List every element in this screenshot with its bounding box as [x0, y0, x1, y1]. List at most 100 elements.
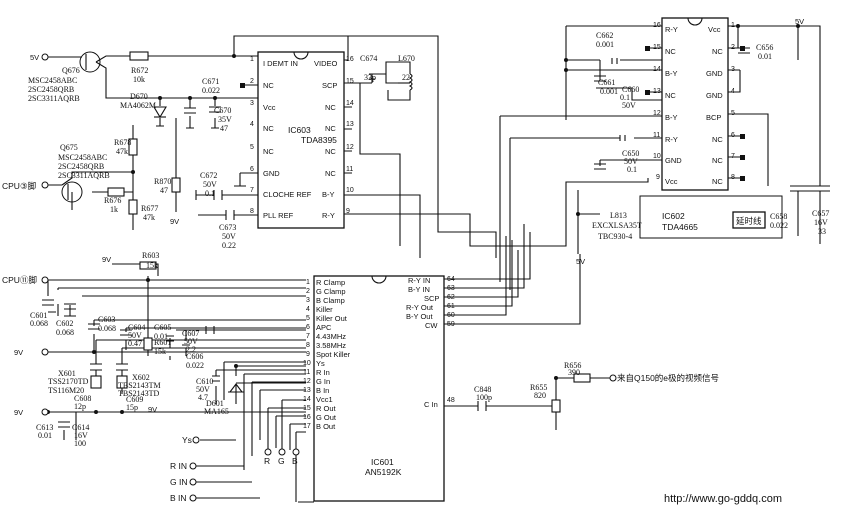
- ic601-pin6-num: 6: [306, 324, 310, 331]
- b-out-label: B: [292, 456, 298, 466]
- c601-ref: C601: [30, 311, 47, 320]
- g-out-label: G: [278, 456, 285, 466]
- c662-value: 0.001: [596, 40, 614, 49]
- ic602-part: TDA4665: [662, 222, 698, 232]
- r678-ref: R678: [114, 138, 131, 147]
- r656-ref: R656: [564, 361, 581, 370]
- ic601-pin63-label: B-Y IN: [408, 285, 430, 294]
- ic603-pin3-label: Vcc: [263, 103, 276, 112]
- ic603-part: TDA8395: [301, 135, 337, 145]
- ic603-pin6-label: GND: [263, 169, 280, 178]
- c672-ref: C672: [200, 171, 217, 180]
- ic602-pin10-num: 10: [653, 153, 661, 160]
- c671-value: 0.022: [202, 86, 220, 95]
- supply-5v-mid: 5V: [576, 257, 585, 266]
- c605-ref: C605: [154, 323, 171, 332]
- c661-ref: C661: [598, 78, 615, 87]
- r655-value: 820: [534, 391, 546, 400]
- c658-value: 0.022: [770, 221, 788, 230]
- b-in-label: B IN: [170, 493, 187, 503]
- c650-voltage: 50V: [624, 157, 638, 166]
- ic601-pin7-label: 4.43MHz: [316, 332, 346, 341]
- r870-ref: R870: [154, 177, 171, 186]
- x601-part2: TS116M20: [48, 386, 84, 395]
- ic602-pin6-label: NC: [712, 135, 723, 144]
- supply-5v-r603: 9V: [102, 255, 111, 264]
- c607-ref: C607: [182, 329, 199, 338]
- ic602-pin13-label: NC: [665, 91, 676, 100]
- ic601-pin48-label: C In: [424, 400, 438, 409]
- ic601-pin15-num: 15: [303, 405, 311, 412]
- ic603-pin7-label: CLOCHE REF: [263, 190, 312, 199]
- c660-voltage: 50V: [622, 101, 636, 110]
- ic601-pin17-num: 17: [303, 423, 311, 430]
- c671-ref: C671: [202, 77, 219, 86]
- c673-ref: C673: [219, 223, 236, 232]
- x601-part: TSS2170TD: [48, 377, 89, 386]
- c607-voltage: 50V: [184, 337, 198, 346]
- wiring: [41, 24, 830, 503]
- r655-ref: R655: [530, 383, 547, 392]
- ic601-pin3-num: 3: [306, 297, 310, 304]
- ic603-pin16-label: VIDEO: [314, 59, 338, 68]
- ic601-pin11-label: R In: [316, 368, 330, 377]
- ic603-pin5-label: NC: [263, 147, 274, 156]
- ic601-pin5-num: 5: [306, 315, 310, 322]
- ic603-pin9-num: 9: [346, 208, 350, 215]
- ic603-ref: IC603: [288, 125, 311, 135]
- q675-part-3: 2SC3311AQRB: [58, 171, 110, 180]
- ic602-pin4-label: GND: [706, 91, 723, 100]
- r603-value: 15k: [146, 261, 158, 270]
- ic603-chip: IC603 TDA8395 I DEMT IN NC Vcc NC NC GND…: [240, 51, 354, 229]
- ic603-pin3-num: 3: [250, 100, 254, 107]
- r676-value: 1k: [110, 205, 118, 214]
- video-source-label: 来自Q150的e极的视频信号: [617, 373, 719, 383]
- ic603-pin2-num: 2: [250, 78, 254, 85]
- q676-ref: Q676: [62, 66, 80, 75]
- c610-ref: C610: [196, 377, 213, 386]
- d601-ref: D601: [206, 399, 224, 408]
- l813-ref: L813: [610, 211, 627, 220]
- r678-value: 47k: [116, 147, 128, 156]
- ic603-pin12-num: 12: [346, 144, 354, 151]
- ic602-chip: R-Y NC B-Y NC B-Y R-Y GND Vcc 16 15 14 1…: [645, 17, 745, 191]
- c673-value: 0.22: [222, 241, 236, 250]
- c670-ref: C670: [214, 106, 231, 115]
- ic601-pin11-num: 11: [303, 369, 310, 376]
- ic601-pin9-label: Spot Killer: [316, 350, 351, 359]
- ic601-pin10-label: Ys: [316, 359, 325, 368]
- d670-part: MA4062M: [120, 101, 156, 110]
- c603-value: 0.068: [98, 324, 116, 333]
- component-labels: 5V Q676 MSC2458ABC 2SC2458QRB 2SC3311AQR…: [2, 17, 829, 503]
- r656-value: 390: [568, 368, 580, 377]
- c657-value: 33: [818, 227, 826, 236]
- q675-part-2: 2SC2458QRB: [58, 162, 104, 171]
- c602-ref: C602: [56, 319, 73, 328]
- ic601-pin15-label: R Out: [316, 404, 337, 413]
- supply-9v-a: 9V: [170, 217, 179, 226]
- c848-ref: C848: [474, 385, 491, 394]
- r601-value: 15k: [154, 347, 166, 356]
- ic601-pin13-label: B In: [316, 386, 329, 395]
- ic603-pin10-num: 10: [346, 187, 354, 194]
- r870-value: 47: [160, 186, 168, 195]
- ic601-pin62-label: SCP: [424, 294, 439, 303]
- c610-voltage: 50V: [196, 385, 210, 394]
- ic602-pin16-label: R-Y: [665, 25, 678, 34]
- c670-voltage: 35V: [218, 115, 232, 124]
- r672-ref: R672: [131, 66, 148, 75]
- ic601-pin10-num: 10: [303, 360, 311, 367]
- ic603-pin4-label: NC: [263, 124, 274, 133]
- ic603-pin8-label: PLL REF: [263, 211, 294, 220]
- supply-5v-ic602: 5V: [795, 17, 804, 26]
- ic601-pin59-label: CW: [425, 321, 438, 330]
- r-in-label: R IN: [170, 461, 187, 471]
- q676-part-3: 2SC3311AQRB: [28, 94, 80, 103]
- ic601-part: AN5192K: [365, 467, 402, 477]
- d601-part: MA165: [204, 407, 229, 416]
- ic602-pin7-label: NC: [712, 156, 723, 165]
- c608-ref: C608: [74, 394, 91, 403]
- c613-value: 0.01: [38, 431, 52, 440]
- c609-ref: C609: [126, 395, 143, 404]
